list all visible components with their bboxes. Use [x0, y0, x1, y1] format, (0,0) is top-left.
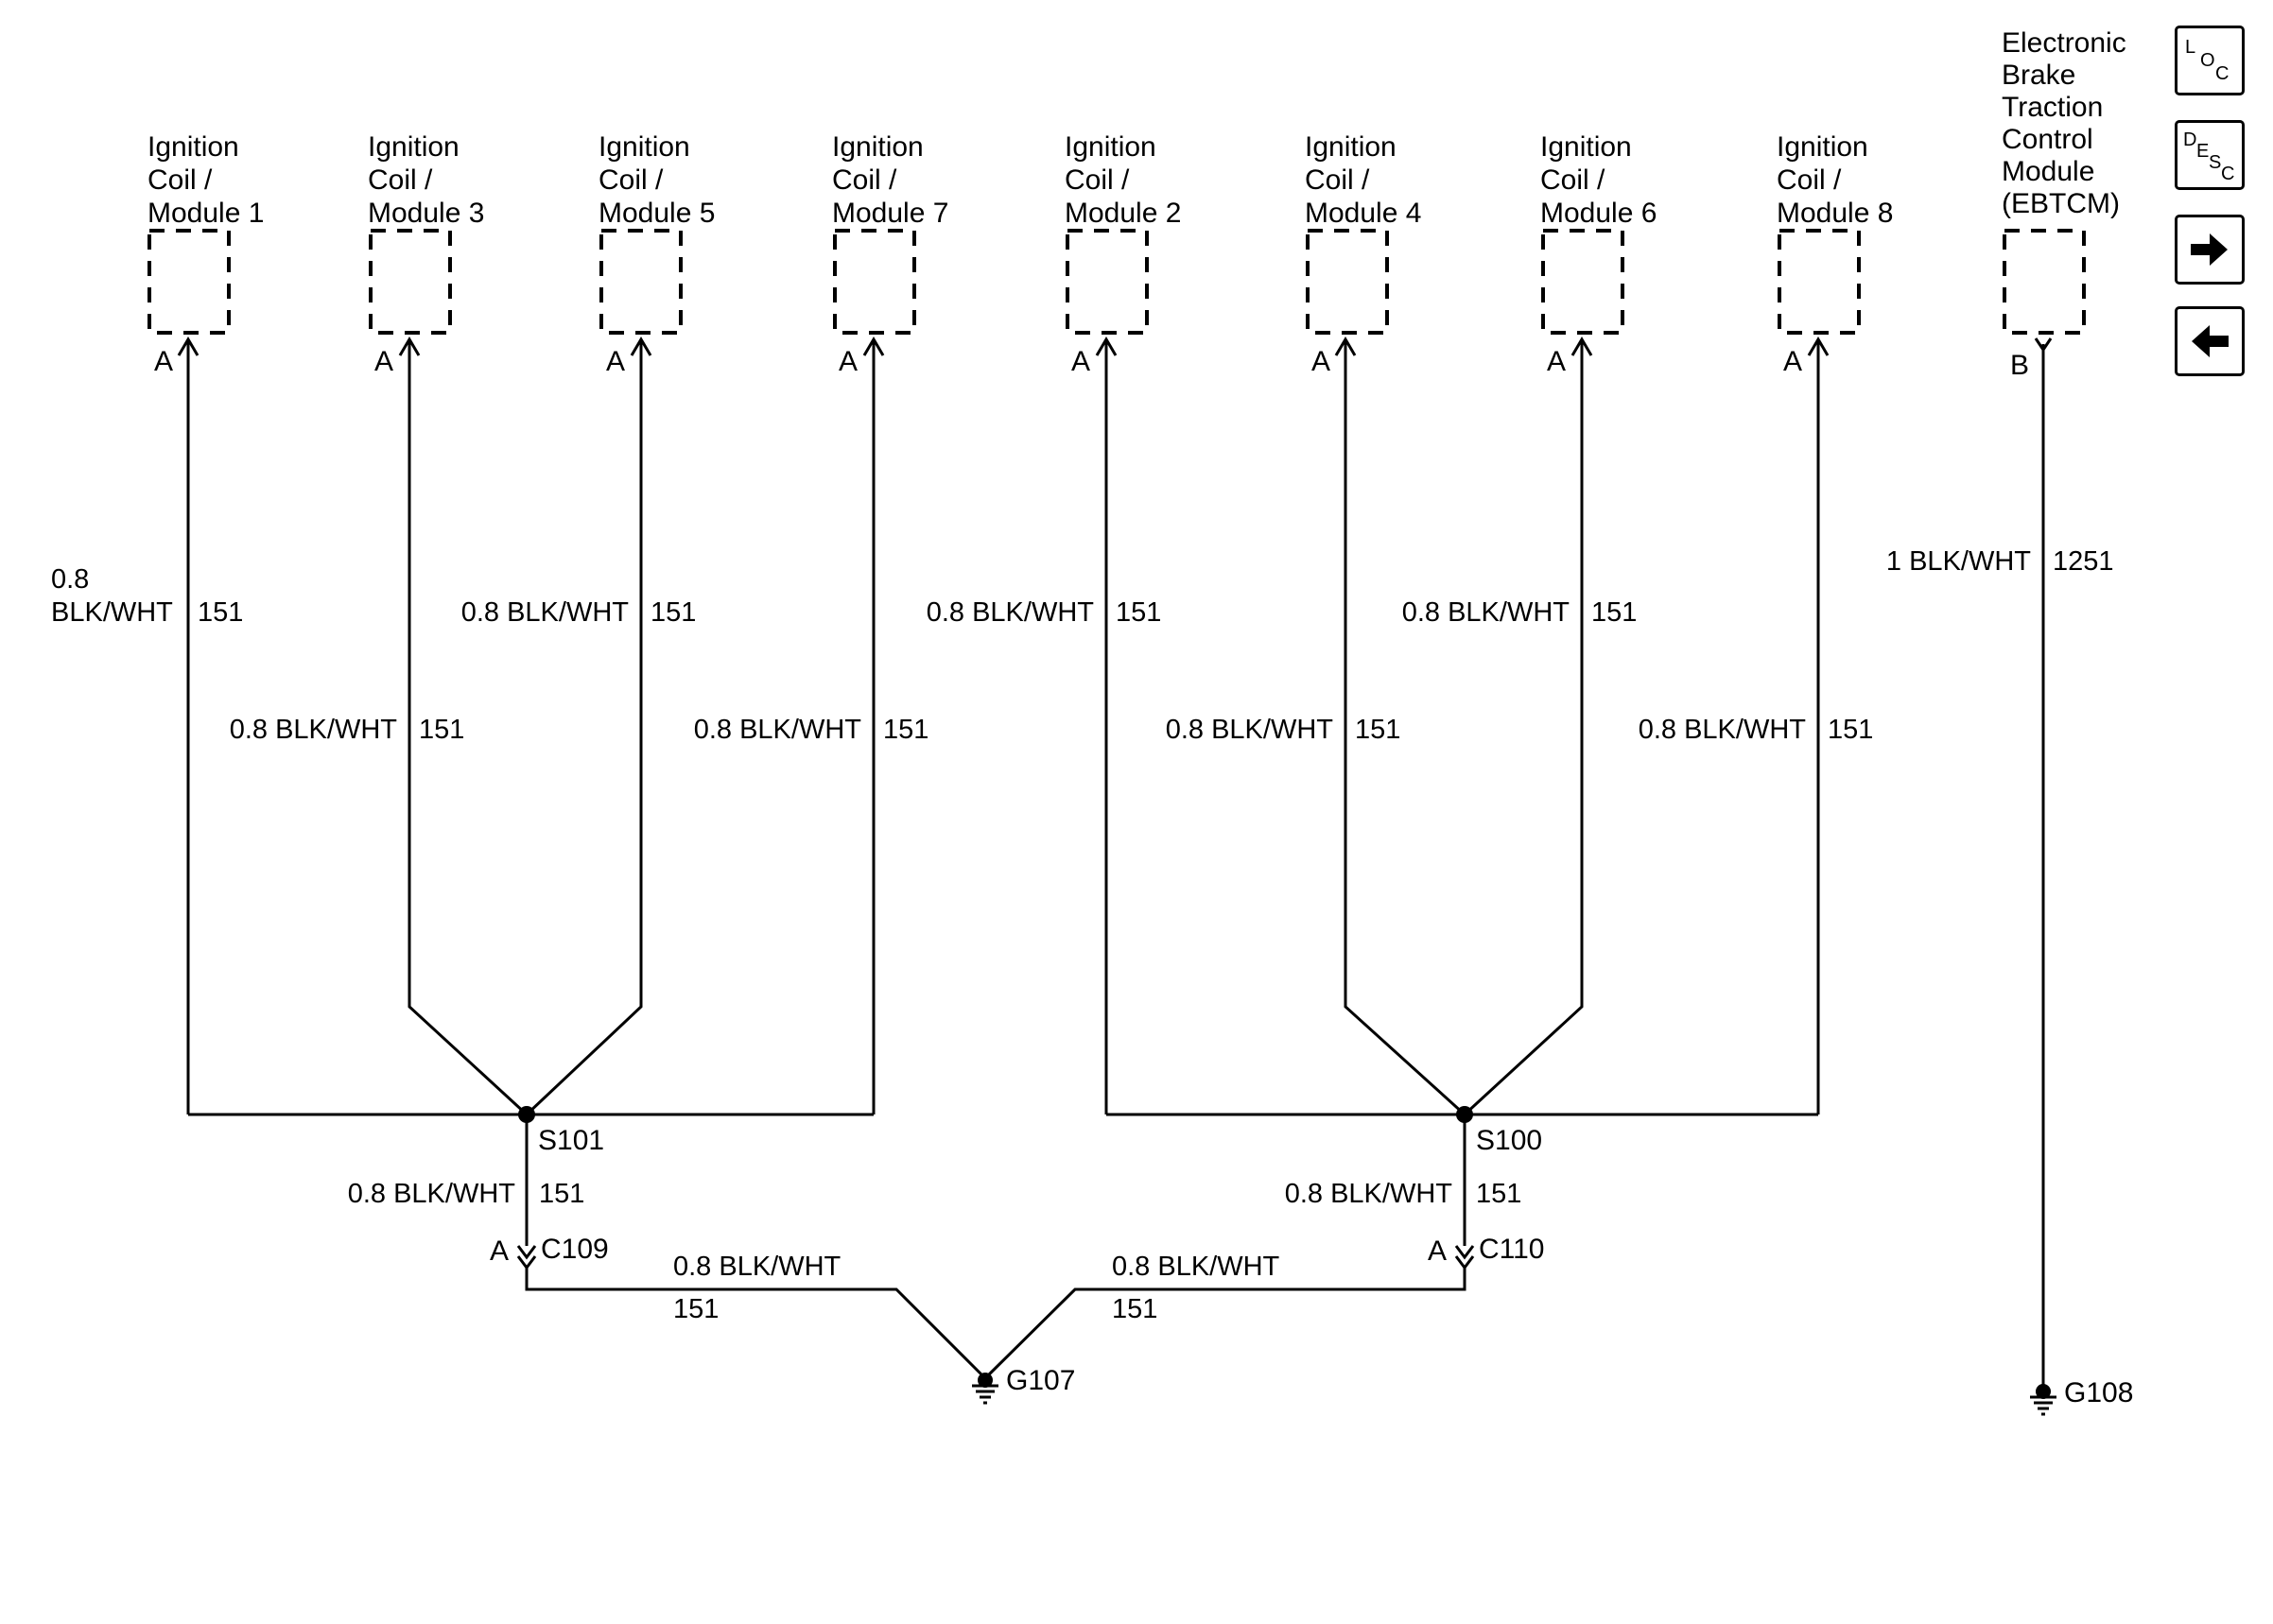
module-box-coil-6	[1541, 229, 1624, 335]
module-label-coil-6: Ignition Coil / Module 6	[1540, 131, 1657, 229]
wire-label-coil-1-size: 0.8	[51, 564, 89, 595]
connector-c110-pin: A	[1428, 1235, 1447, 1267]
wire-label-ebtcm-size: 1 BLK/WHT	[1886, 546, 2031, 577]
connector-c109-label: C109	[541, 1234, 609, 1265]
wire-coil-6	[1463, 341, 1584, 1116]
arrow-right-icon	[2191, 233, 2228, 266]
description-button[interactable]: D E S C	[2175, 120, 2245, 190]
module-label-coil-3: Ignition Coil / Module 3	[368, 131, 484, 229]
wire-label-ebtcm-circuit: 1251	[2053, 546, 2114, 577]
connector-c109-pin: A	[490, 1235, 509, 1267]
wire-coil-4	[1344, 341, 1466, 1116]
module-box-coil-5	[599, 229, 683, 335]
previous-page-button[interactable]	[2175, 306, 2245, 376]
wire-label-coil-6-size: 0.8 BLK/WHT	[1402, 597, 1570, 628]
connector-arrow-coil-7	[862, 337, 885, 356]
module-label-coil-2: Ignition Coil / Module 2	[1065, 131, 1181, 229]
module-label-coil-7: Ignition Coil / Module 7	[832, 131, 948, 229]
wire-label-coil-6-circuit: 151	[1591, 597, 1637, 628]
wire-label-coil-8-circuit: 151	[1828, 715, 1873, 745]
location-icon: L O C	[2185, 37, 2229, 84]
wire-c110-to-g107	[983, 1268, 1466, 1380]
module-box-coil-3	[369, 229, 452, 335]
module-box-coil-8	[1778, 229, 1861, 335]
connector-arrow-coil-6	[1570, 337, 1593, 356]
pin-label-coil-2: A	[1071, 346, 1090, 377]
connector-arrow-coil-1	[177, 337, 200, 356]
connector-arrow-coil-4	[1334, 337, 1357, 356]
wire-label-coil-5-size: 0.8 BLK/WHT	[461, 597, 630, 628]
wire-c109-to-g107	[525, 1268, 987, 1380]
module-label-coil-1: Ignition Coil / Module 1	[147, 131, 264, 229]
pin-label-coil-4: A	[1311, 346, 1330, 377]
wire-label-s101-down-size: 0.8 BLK/WHT	[348, 1179, 516, 1209]
wire-label-coil-2-circuit: 151	[1116, 597, 1161, 628]
module-label-coil-4: Ignition Coil / Module 4	[1305, 131, 1421, 229]
wire-label-c109-g107-size: 0.8 BLK/WHT	[673, 1252, 842, 1282]
ground-g108-symbol	[2030, 1384, 2056, 1416]
svg-text:C: C	[2221, 164, 2234, 184]
wire-label-s100-down-circuit: 151	[1476, 1179, 1521, 1209]
wire-label-coil-2-size: 0.8 BLK/WHT	[927, 597, 1095, 628]
arrow-left-icon	[2192, 325, 2229, 357]
wire-label-coil-3-circuit: 151	[419, 715, 464, 745]
wire-label-s101-down-circuit: 151	[539, 1179, 584, 1209]
module-box-coil-2	[1066, 229, 1149, 335]
wire-label-coil-1-circuit: 151	[198, 597, 243, 628]
pin-label-coil-7: A	[839, 346, 858, 377]
ground-g108-label: G108	[2064, 1377, 2133, 1408]
connector-c109-symbol	[516, 1245, 537, 1270]
wire-label-coil-3-size: 0.8 BLK/WHT	[230, 715, 398, 745]
connector-c110-symbol	[1454, 1245, 1475, 1270]
module-box-coil-1	[147, 229, 231, 335]
wire-coil-5	[525, 341, 643, 1116]
wire-label-coil-4-size: 0.8 BLK/WHT	[1166, 715, 1334, 745]
svg-text:S: S	[2209, 152, 2221, 173]
description-icon: D E S C	[2183, 130, 2234, 184]
svg-text:O: O	[2200, 50, 2215, 71]
pin-label-ebtcm: B	[2010, 350, 2029, 381]
pin-label-coil-8: A	[1783, 346, 1802, 377]
wire-label-coil-5-circuit: 151	[651, 597, 696, 628]
location-button[interactable]: L O C	[2175, 26, 2245, 95]
module-box-coil-4	[1306, 229, 1389, 335]
svg-text:C: C	[2215, 63, 2229, 84]
wire-label-c110-g107-circuit: 151	[1112, 1294, 1157, 1324]
wire-label-coil-7-circuit: 151	[883, 715, 928, 745]
wire-label-coil-1-color: BLK/WHT	[51, 597, 173, 628]
pin-label-coil-5: A	[606, 346, 625, 377]
module-box-ebtcm	[2003, 229, 2086, 335]
ground-g107-label: G107	[1006, 1365, 1075, 1396]
wire-label-coil-8-size: 0.8 BLK/WHT	[1639, 715, 1807, 745]
module-label-coil-8: Ignition Coil / Module 8	[1777, 131, 1893, 229]
connector-arrow-coil-8	[1807, 337, 1830, 356]
pin-label-coil-3: A	[374, 346, 393, 377]
module-label-coil-5: Ignition Coil / Module 5	[599, 131, 715, 229]
wire-coil-3	[408, 341, 529, 1116]
next-page-button[interactable]	[2175, 215, 2245, 285]
splice-s101-label: S101	[538, 1125, 604, 1156]
pin-label-coil-1: A	[154, 346, 173, 377]
connector-c110-label: C110	[1479, 1234, 1545, 1265]
connector-arrow-coil-5	[630, 337, 652, 356]
svg-text:D: D	[2183, 130, 2196, 150]
svg-text:L: L	[2185, 37, 2195, 58]
module-label-ebtcm: Electronic Brake Traction Control Module…	[2002, 27, 2134, 219]
wire-label-c109-g107-circuit: 151	[673, 1294, 719, 1324]
svg-text:E: E	[2196, 141, 2209, 162]
connector-arrow-coil-2	[1095, 337, 1118, 356]
module-box-coil-7	[833, 229, 916, 335]
connector-arrow-coil-3	[398, 337, 421, 356]
ground-g107-symbol	[972, 1373, 998, 1405]
wire-label-coil-7-size: 0.8 BLK/WHT	[694, 715, 862, 745]
wire-label-coil-4-circuit: 151	[1355, 715, 1400, 745]
wire-label-c110-g107-size: 0.8 BLK/WHT	[1112, 1252, 1280, 1282]
splice-s100-label: S100	[1476, 1125, 1542, 1156]
pin-label-coil-6: A	[1547, 346, 1566, 377]
wire-label-s100-down-size: 0.8 BLK/WHT	[1285, 1179, 1453, 1209]
